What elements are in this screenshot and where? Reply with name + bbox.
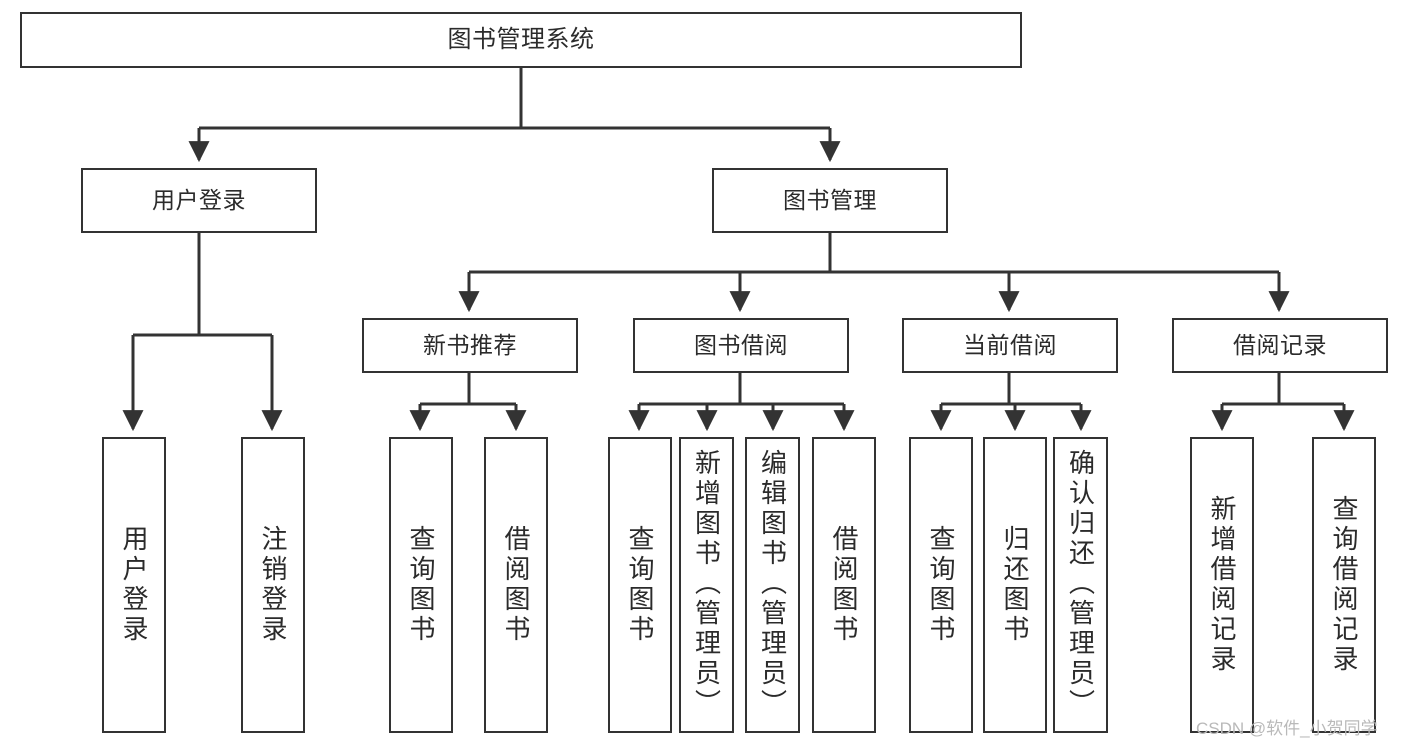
node-current-borrow[interactable]: 当前借阅 bbox=[902, 318, 1118, 373]
node-borrow-record[interactable]: 借阅记录 bbox=[1172, 318, 1388, 373]
node-book-manage[interactable]: 图书管理 bbox=[712, 168, 948, 233]
node-user-login-label: 用户登录 bbox=[152, 186, 246, 213]
node-leaf-add-record-label: 新增借阅记录 bbox=[1207, 495, 1237, 675]
node-leaf-query-book-1-label: 查询图书 bbox=[406, 525, 436, 645]
node-book-borrow-label: 图书借阅 bbox=[694, 331, 788, 358]
node-leaf-user-login[interactable]: 用户登录 bbox=[102, 437, 166, 733]
node-leaf-return-book-label: 归还图书 bbox=[1000, 525, 1030, 645]
node-leaf-user-logout-label: 注销登录 bbox=[258, 525, 288, 645]
csdn-watermark: CSDN @软件_小贺同学 bbox=[1196, 719, 1378, 738]
node-leaf-confirm-return-label: 确认归还（管理员） bbox=[1065, 449, 1096, 719]
node-leaf-query-book-3[interactable]: 查询图书 bbox=[909, 437, 973, 733]
node-new-book-recommend[interactable]: 新书推荐 bbox=[362, 318, 578, 373]
node-leaf-user-logout[interactable]: 注销登录 bbox=[241, 437, 305, 733]
node-leaf-add-record[interactable]: 新增借阅记录 bbox=[1190, 437, 1254, 733]
node-leaf-confirm-return[interactable]: 确认归还（管理员） bbox=[1053, 437, 1108, 733]
node-leaf-return-book[interactable]: 归还图书 bbox=[983, 437, 1047, 733]
node-leaf-query-book-1[interactable]: 查询图书 bbox=[389, 437, 453, 733]
node-leaf-borrow-book-1[interactable]: 借阅图书 bbox=[484, 437, 548, 733]
node-leaf-borrow-book-1-label: 借阅图书 bbox=[501, 525, 531, 645]
node-leaf-borrow-book-2[interactable]: 借阅图书 bbox=[812, 437, 876, 733]
node-root[interactable]: 图书管理系统 bbox=[20, 12, 1022, 68]
node-root-label: 图书管理系统 bbox=[447, 25, 595, 53]
node-borrow-record-label: 借阅记录 bbox=[1233, 331, 1327, 358]
node-leaf-query-book-2[interactable]: 查询图书 bbox=[608, 437, 672, 733]
node-book-manage-label: 图书管理 bbox=[783, 186, 877, 213]
node-leaf-add-book[interactable]: 新增图书（管理员） bbox=[679, 437, 734, 733]
node-current-borrow-label: 当前借阅 bbox=[963, 331, 1057, 358]
node-leaf-query-record-label: 查询借阅记录 bbox=[1329, 495, 1359, 675]
node-leaf-edit-book[interactable]: 编辑图书（管理员） bbox=[745, 437, 800, 733]
node-leaf-query-record[interactable]: 查询借阅记录 bbox=[1312, 437, 1376, 733]
node-book-borrow[interactable]: 图书借阅 bbox=[633, 318, 849, 373]
node-leaf-edit-book-label: 编辑图书（管理员） bbox=[757, 449, 788, 719]
node-new-book-recommend-label: 新书推荐 bbox=[423, 331, 517, 358]
node-leaf-add-book-label: 新增图书（管理员） bbox=[691, 449, 722, 719]
node-leaf-query-book-2-label: 查询图书 bbox=[625, 525, 655, 645]
node-leaf-query-book-3-label: 查询图书 bbox=[926, 525, 956, 645]
node-leaf-user-login-label: 用户登录 bbox=[119, 525, 149, 645]
node-user-login[interactable]: 用户登录 bbox=[81, 168, 317, 233]
node-leaf-borrow-book-2-label: 借阅图书 bbox=[829, 525, 859, 645]
